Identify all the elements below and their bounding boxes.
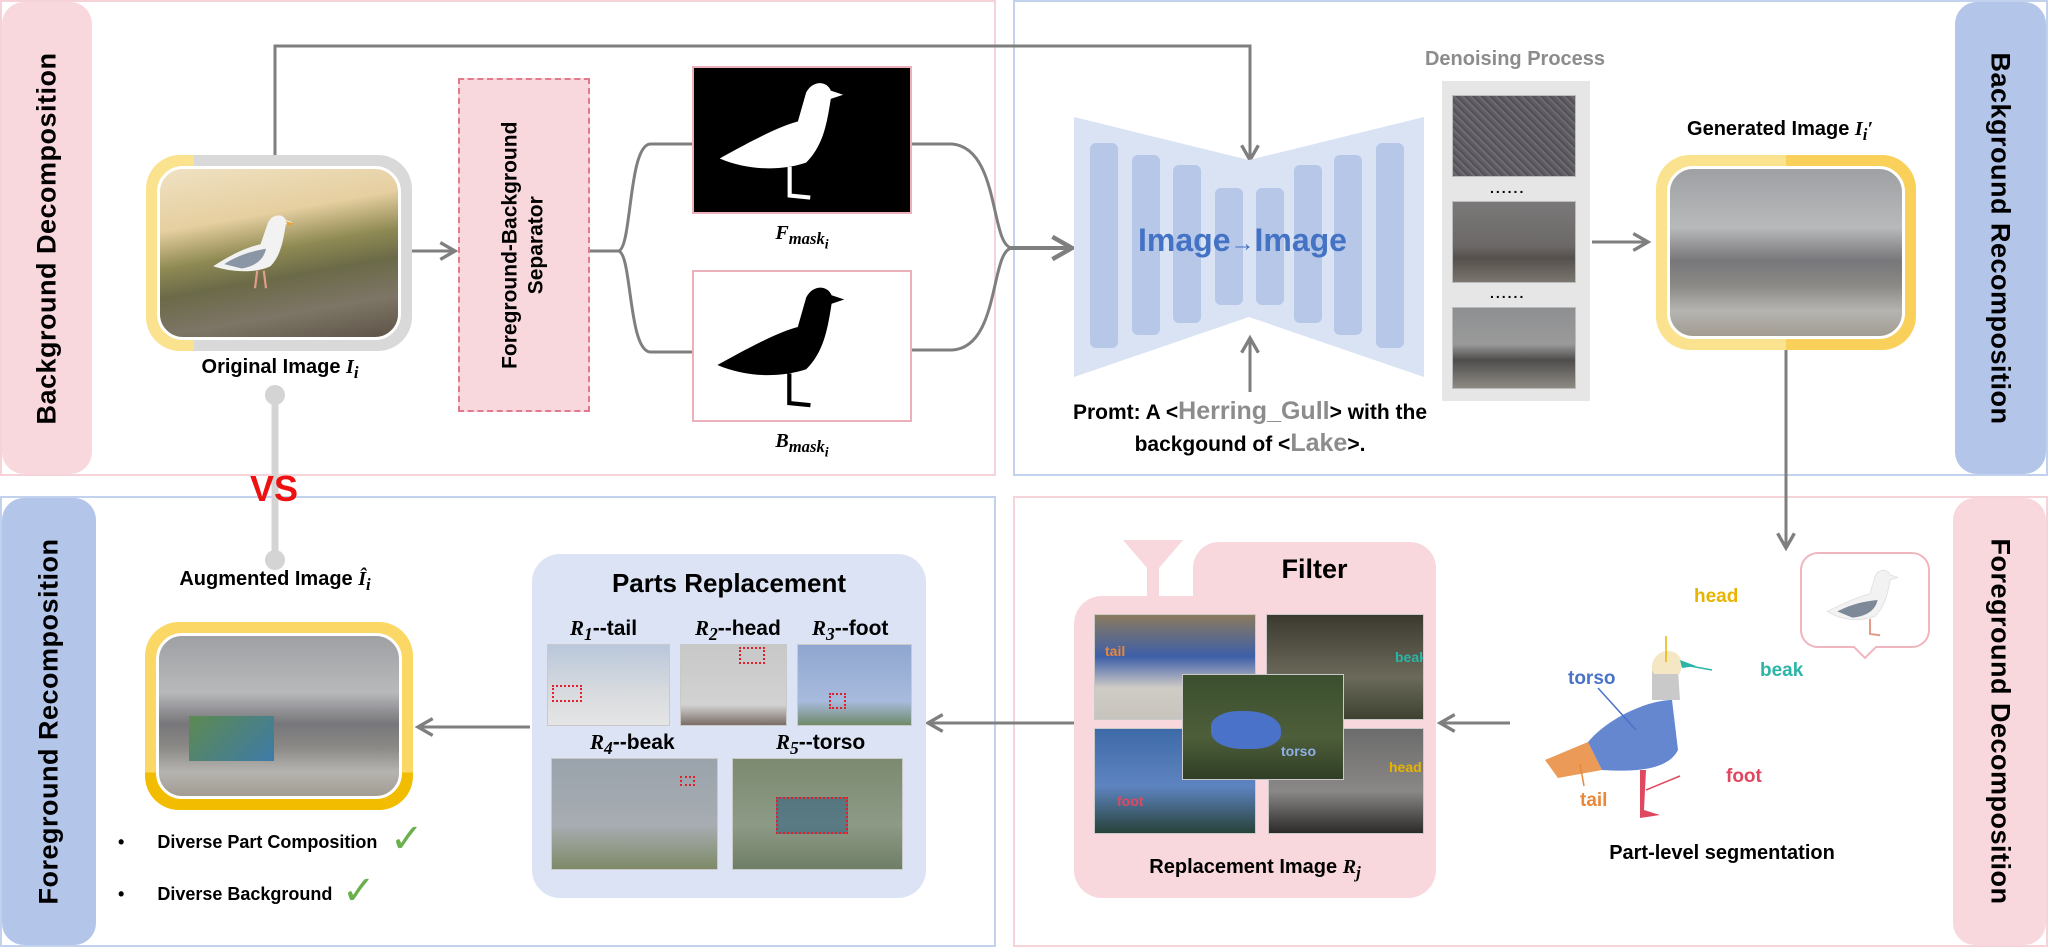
separator-label: Foreground-Background Separator (498, 121, 549, 369)
seg-head (1651, 651, 1682, 674)
augmented-image-frame (145, 622, 413, 810)
foreground-mask-image (692, 66, 912, 214)
filter-tag-beak: beak (1395, 649, 1424, 665)
filter-tag-foot: foot (1117, 793, 1144, 809)
unet-decoder-bar-3 (1294, 165, 1322, 323)
seg-tail (1545, 742, 1602, 778)
part-label-beak: R4--beak (590, 730, 675, 759)
foreground-decomposition-tab: Foreground Decomposition (1953, 498, 2046, 945)
unet-decoder-bar-4 (1256, 188, 1284, 305)
unet-encoder-bar-4 (1215, 188, 1243, 305)
foot-highlight (829, 693, 846, 709)
part-label-tail: R1--tail (570, 616, 638, 645)
background-recomposition-tab: Background Recomposition (1955, 2, 2046, 474)
augmented-image-caption: Augmented Image Îi (179, 568, 371, 594)
augmented-image (156, 633, 402, 799)
foreground-mask-caption: Fmaski (775, 222, 829, 253)
foreground-background-separator: Foreground-Background Separator (458, 78, 590, 412)
segmentation-label-torso: torso (1568, 668, 1616, 689)
parts-replacement-title: Parts Replacement (611, 568, 847, 598)
check-icon-2: ✓ (342, 869, 376, 913)
part-segmentation-gull (1545, 636, 1713, 818)
segmentation-label-foot: foot (1726, 766, 1762, 787)
replacement-image-caption: Replacement Image Rj (1149, 856, 1361, 882)
original-image-frame (146, 155, 412, 351)
filter-image-torso: torso (1182, 674, 1344, 780)
segmentation-label-tail: tail (1580, 790, 1608, 811)
part-image-tail (547, 644, 670, 726)
unet-label: Image→Image (1138, 222, 1347, 258)
denoise-step-2 (1452, 201, 1576, 283)
background-mask-image (692, 270, 912, 422)
vs-label: VS (250, 468, 299, 509)
check-icon-1: ✓ (390, 817, 424, 861)
foreground-recomposition-tab: Foreground Recomposition (2, 498, 96, 945)
torso-highlight (776, 797, 848, 834)
extracted-foreground-bubble (1800, 552, 1930, 648)
gull-silhouette-white-icon (719, 83, 844, 200)
part-image-torso (732, 758, 903, 870)
bubble-pointer (1853, 646, 1877, 660)
generated-image-frame (1656, 155, 1916, 350)
generated-image-caption: Generated Image Ii′ (1687, 118, 1873, 144)
denoising-process-title: Denoising Process (1424, 48, 1606, 70)
filter-funnel-icon (1123, 540, 1183, 600)
part-image-head (680, 644, 787, 726)
torso-patch (189, 716, 274, 761)
gull-silhouette-black-icon (717, 287, 845, 408)
denoise-ellipsis-2: ...... (1490, 285, 1526, 301)
seg-torso (1588, 700, 1678, 771)
part-image-beak (551, 758, 718, 870)
foreground-recomposition-title: Foreground Recomposition (33, 538, 64, 905)
filter-tag-tail: tail (1105, 643, 1126, 659)
part-image-foot (797, 644, 912, 726)
part-label-torso: R5--torso (776, 730, 866, 759)
denoise-ellipsis-1: ...... (1490, 180, 1526, 196)
head-highlight (739, 647, 765, 664)
part-label-foot: R3--foot (812, 616, 889, 645)
gull-icon (1826, 569, 1899, 637)
unet-encoder-bar-2 (1132, 155, 1160, 335)
unet-encoder-bar-1 (1090, 143, 1118, 348)
background-recomposition-title: Background Recomposition (1986, 51, 2016, 425)
part-level-segmentation-caption: Part-level segmentation (1609, 842, 1835, 864)
filter-title: Filter (1281, 554, 1348, 584)
unet-decoder-bar-1 (1376, 143, 1404, 348)
segmentation-label-beak: beak (1760, 660, 1804, 681)
segmentation-label-head: head (1694, 586, 1739, 607)
seg-neck (1652, 670, 1680, 700)
unet-encoder-bar-3 (1173, 165, 1201, 323)
gull-icon (213, 215, 294, 289)
seg-foot (1640, 770, 1660, 818)
unet-decoder-bar-2 (1334, 155, 1362, 335)
part-label-head: R2--head (695, 616, 781, 645)
benefit-1: • Diverse Part Composition (118, 832, 378, 852)
torso-segment (1211, 711, 1281, 749)
generated-image (1667, 166, 1905, 339)
denoise-step-1 (1452, 95, 1576, 177)
background-mask-caption: Bmaski (775, 430, 829, 461)
prompt-text: Promt: A <Herring_Gull> with the backgou… (1072, 397, 1428, 457)
background-recomposition-panel (1013, 0, 2048, 476)
benefit-2: • Diverse Background (118, 884, 333, 904)
original-image-caption: Original Image Ii (201, 356, 359, 382)
background-decomposition-title: Background Decomposition (31, 51, 62, 425)
tail-highlight (552, 685, 582, 702)
filter-tag-head: head (1389, 759, 1422, 775)
beak-highlight (680, 776, 695, 786)
background-decomposition-tab: Background Decomposition (2, 2, 92, 474)
denoise-step-3 (1452, 307, 1576, 389)
foreground-decomposition-title: Foreground Decomposition (1985, 538, 2015, 905)
filter-tag-torso: torso (1281, 743, 1316, 759)
original-image (157, 166, 401, 340)
